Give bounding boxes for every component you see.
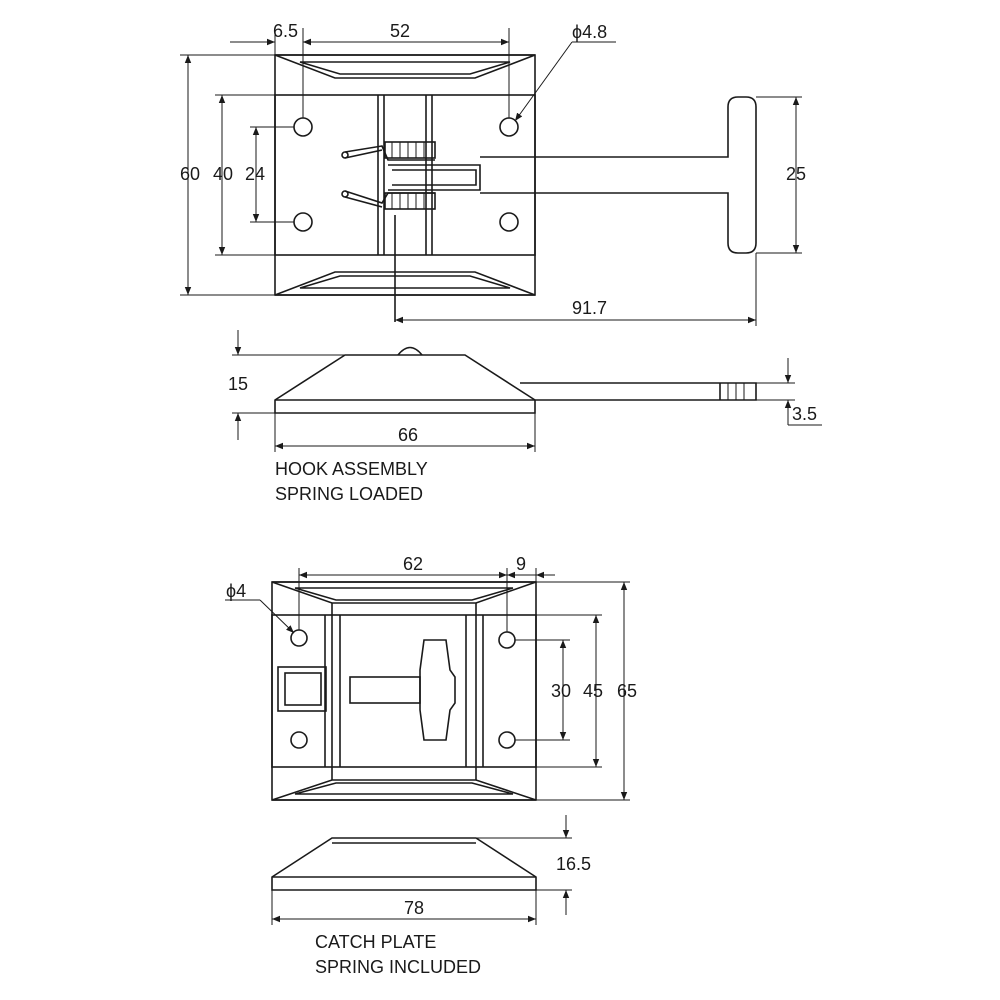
dim-catch-edge-offset: 9	[516, 554, 526, 574]
hook-caption-line2: SPRING LOADED	[275, 484, 423, 504]
dim-hook-hole-spacing-x: 52	[390, 21, 410, 41]
catch-top-view	[271, 581, 537, 801]
mounting-hole	[293, 117, 313, 137]
catch-side-view	[271, 837, 537, 891]
catch-caption-line1: CATCH PLATE	[315, 932, 436, 952]
dim-catch-hole-spacing-y: 30	[551, 681, 571, 701]
dim-catch-hole-spacing-x: 62	[403, 554, 423, 574]
dim-hook-base-height: 60	[180, 164, 200, 184]
catch-side-dimensions: 16.5 78	[271, 815, 591, 925]
dim-hook-inner-height: 40	[213, 164, 233, 184]
mounting-hole	[498, 631, 516, 649]
dim-catch-inner-height: 45	[583, 681, 603, 701]
catch-dimensions: 62 9 ϕ4 30 45 65	[225, 554, 637, 801]
dim-catch-hole-diameter: ϕ4	[226, 581, 246, 601]
dim-hook-assembly-height: 15	[228, 374, 248, 394]
dim-hook-base-width: 66	[398, 425, 418, 445]
mounting-hole	[293, 212, 313, 232]
dim-hook-arm-thickness: 3.5	[792, 404, 817, 424]
dim-hook-hole-diameter: ϕ4.8	[572, 22, 607, 42]
dim-hook-handle-height: 25	[786, 164, 806, 184]
spring	[341, 190, 436, 210]
dim-catch-plate-height: 65	[617, 681, 637, 701]
hook-caption-line1: HOOK ASSEMBLY	[275, 459, 428, 479]
mounting-hole	[290, 731, 308, 749]
hook-side-view	[274, 346, 757, 414]
spring	[341, 141, 436, 161]
dim-hook-hole-spacing-y: 24	[245, 164, 265, 184]
hook-side-dimensions: 15 3.5 66	[228, 330, 822, 452]
mounting-hole	[499, 212, 519, 232]
catch-caption-line2: SPRING INCLUDED	[315, 957, 481, 977]
dim-catch-plate-width: 78	[404, 898, 424, 918]
dim-hook-length: 91.7	[572, 298, 607, 318]
dim-catch-profile-height: 16.5	[556, 854, 591, 874]
hook-dimensions: 6.5 52 ϕ4.8 60 40 24 25 91.7	[180, 21, 806, 326]
hook-top-view	[274, 54, 757, 322]
mounting-hole	[498, 731, 516, 749]
dim-hook-top-offset: 6.5	[273, 21, 298, 41]
